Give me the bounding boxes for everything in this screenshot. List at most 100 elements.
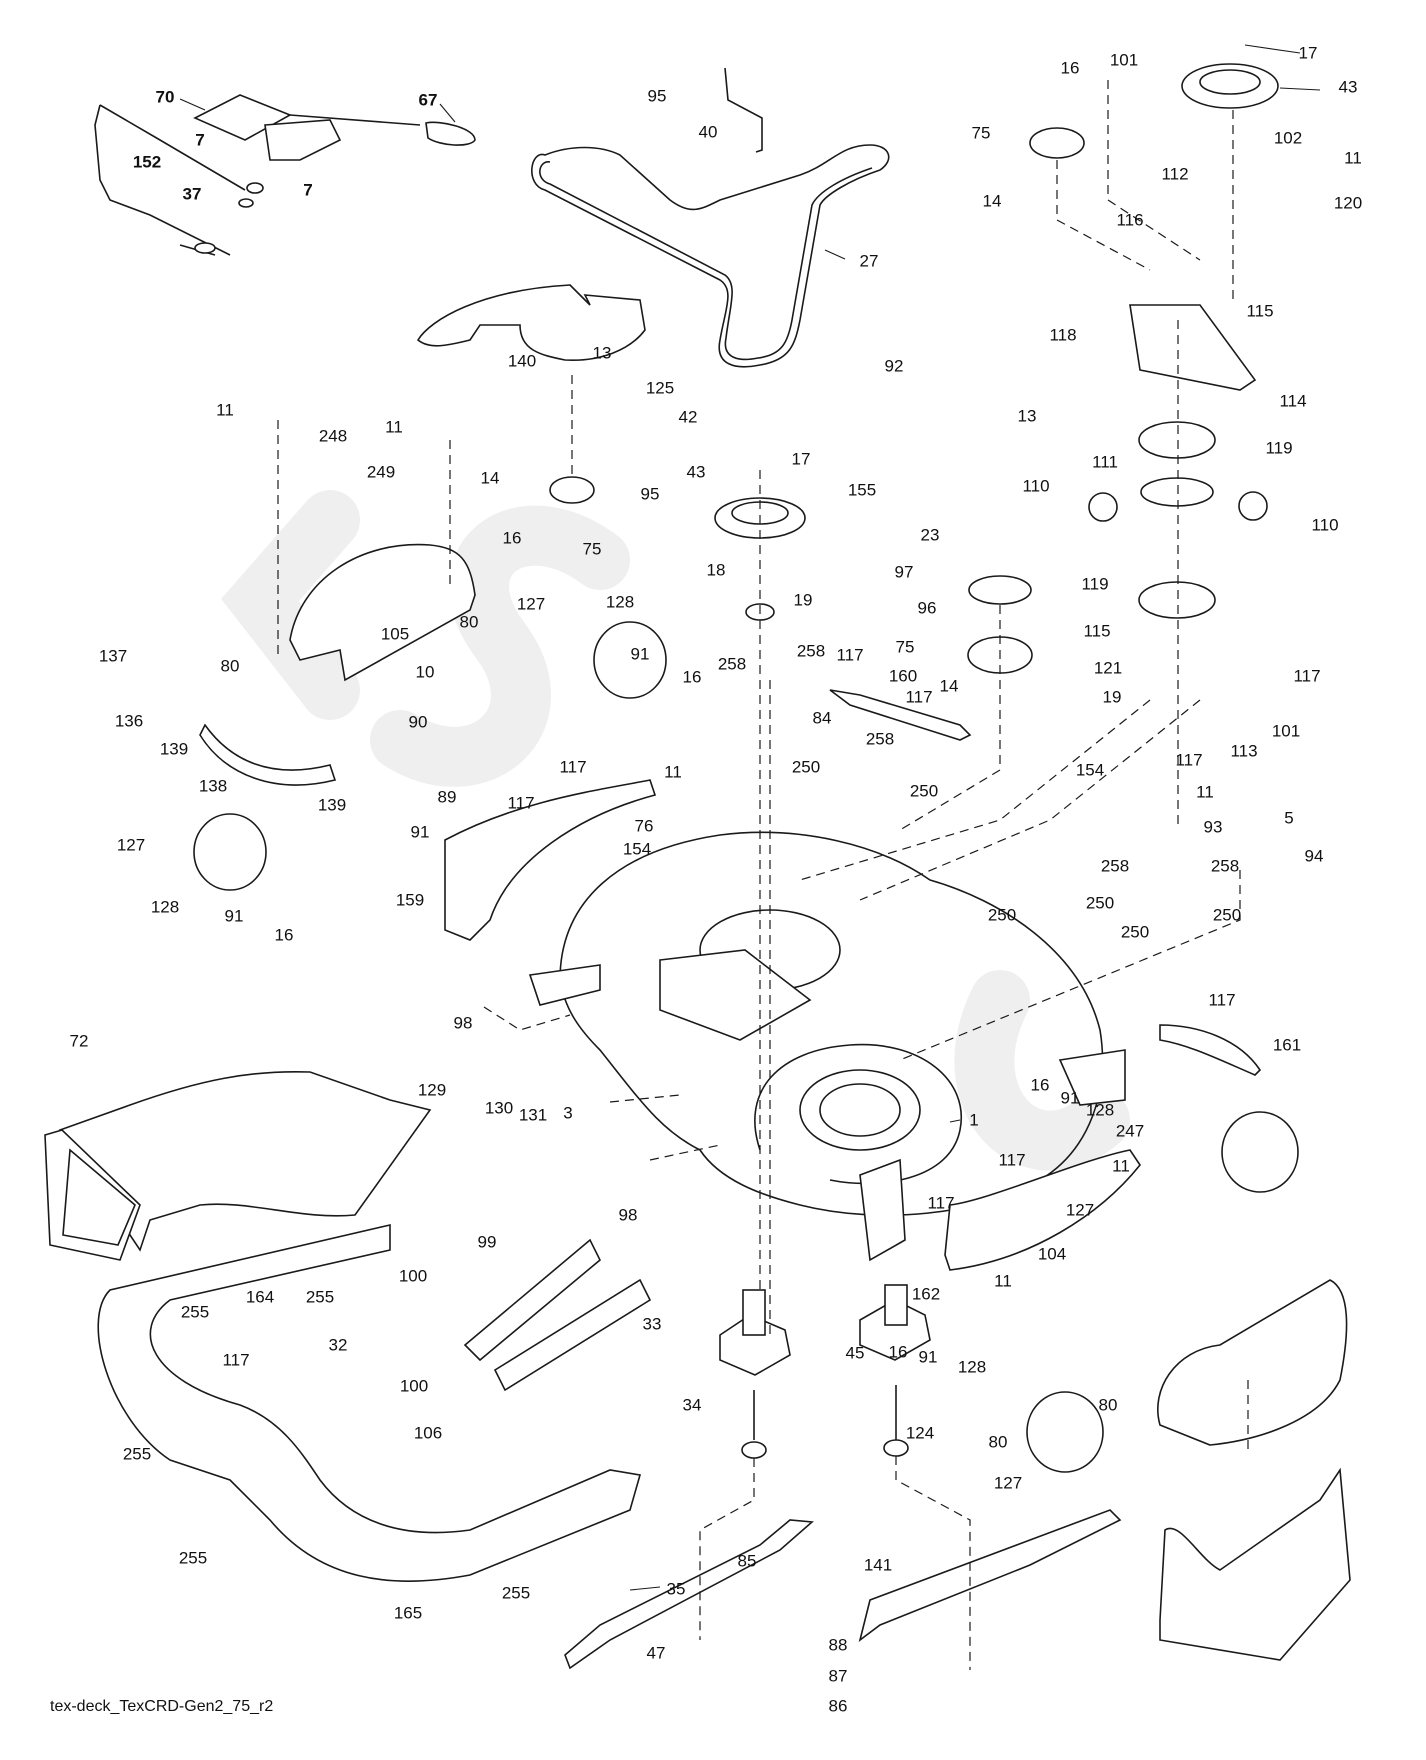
part-callout-11: 11 [1344, 148, 1362, 168]
part-callout-17: 17 [1298, 43, 1318, 63]
part-callout-129: 129 [417, 1080, 447, 1100]
discharge-chute [44, 1070, 432, 1261]
part-callout-91: 91 [224, 906, 244, 926]
part-callout-43: 43 [1338, 77, 1358, 97]
part-callout-32: 32 [328, 1335, 348, 1355]
part-callout-76: 76 [634, 816, 654, 836]
part-callout-137: 137 [98, 646, 128, 666]
part-callout-131: 131 [518, 1105, 548, 1125]
part-callout-13: 13 [592, 343, 612, 363]
part-callout-248: 248 [318, 426, 348, 446]
part-callout-105: 105 [380, 624, 410, 644]
part-callout-67: 67 [418, 90, 438, 110]
idler-75 [549, 127, 1085, 674]
part-callout-130: 130 [484, 1098, 514, 1118]
part-callout-155: 155 [847, 480, 877, 500]
gauge-wheels [193, 621, 1299, 1473]
part-callout-112: 112 [1161, 164, 1189, 184]
part-callout-113: 113 [1230, 741, 1258, 761]
part-callout-37: 37 [182, 184, 202, 204]
part-callout-250: 250 [1085, 893, 1115, 913]
part-callout-258: 258 [865, 729, 895, 749]
part-callout-249: 249 [366, 462, 396, 482]
mower-deck [528, 831, 1126, 1262]
part-callout-258: 258 [717, 654, 747, 674]
part-callout-128: 128 [150, 897, 180, 917]
part-callout-95: 95 [647, 86, 667, 106]
lift-arm-99b [493, 1278, 652, 1392]
part-callout-164: 164 [245, 1287, 275, 1307]
part-callout-128: 128 [605, 592, 635, 612]
part-callout-16: 16 [682, 667, 702, 687]
part-callout-117: 117 [222, 1350, 250, 1370]
control-lever-assembly [94, 94, 476, 256]
part-callout-117: 117 [1208, 990, 1236, 1010]
blade-35 [564, 1519, 814, 1670]
part-callout-250: 250 [791, 757, 821, 777]
part-callout-18: 18 [706, 560, 726, 580]
part-callout-27: 27 [859, 251, 879, 271]
part-callout-141: 141 [863, 1555, 893, 1575]
part-callout-19: 19 [793, 590, 813, 610]
part-callout-47: 47 [646, 1643, 666, 1663]
part-callout-16: 16 [1030, 1075, 1050, 1095]
part-callout-111: 111 [1092, 452, 1118, 472]
part-callout-117: 117 [927, 1193, 955, 1213]
part-callout-117: 117 [559, 757, 587, 777]
baffle-159 [444, 779, 657, 941]
part-callout-250: 250 [909, 781, 939, 801]
part-callout-127: 127 [993, 1473, 1023, 1493]
rod-40 [724, 67, 763, 153]
chute-141 [1159, 1467, 1351, 1661]
part-callout-128: 128 [1085, 1100, 1115, 1120]
part-callout-80: 80 [1098, 1395, 1118, 1415]
part-callout-11: 11 [994, 1271, 1012, 1291]
part-callout-96: 96 [917, 598, 937, 618]
part-callout-127: 127 [1065, 1200, 1095, 1220]
part-callout-33: 33 [642, 1314, 662, 1334]
part-callout-13: 13 [1017, 406, 1037, 426]
part-callout-114: 114 [1279, 391, 1307, 411]
part-callout-14: 14 [982, 191, 1002, 211]
part-callout-139: 139 [159, 739, 189, 759]
part-callout-258: 258 [1100, 856, 1130, 876]
part-callout-255: 255 [178, 1548, 208, 1568]
part-callout-104: 104 [1037, 1244, 1067, 1264]
part-callout-110: 110 [1022, 476, 1050, 496]
baffle-162 [944, 1149, 1141, 1271]
part-callout-120: 120 [1333, 193, 1363, 213]
part-callout-101: 101 [1109, 50, 1139, 70]
part-callout-117: 117 [905, 687, 933, 707]
part-callout-3: 3 [563, 1103, 573, 1123]
part-callout-88: 88 [828, 1635, 848, 1655]
shield-140 [416, 284, 646, 361]
part-callout-11: 11 [1196, 782, 1214, 802]
part-callout-91: 91 [1060, 1088, 1080, 1108]
part-callout-14: 14 [480, 468, 500, 488]
part-callout-35: 35 [666, 1579, 686, 1599]
part-callout-70: 70 [155, 87, 175, 107]
part-callout-118: 118 [1049, 325, 1077, 345]
part-callout-128: 128 [957, 1357, 987, 1377]
part-callout-40: 40 [698, 122, 718, 142]
part-callout-117: 117 [507, 793, 535, 813]
part-callout-11: 11 [1112, 1156, 1130, 1176]
part-callout-117: 117 [998, 1150, 1026, 1170]
part-callout-125: 125 [645, 378, 675, 398]
part-callout-16: 16 [888, 1342, 908, 1362]
part-callout-247: 247 [1115, 1121, 1145, 1141]
part-callout-117: 117 [836, 645, 864, 665]
part-callout-250: 250 [987, 905, 1017, 925]
part-callout-98: 98 [618, 1205, 638, 1225]
part-callout-255: 255 [501, 1583, 531, 1603]
part-callout-255: 255 [122, 1444, 152, 1464]
hose-138 [199, 723, 337, 786]
gearbox [1088, 304, 1268, 619]
part-callout-250: 250 [1212, 905, 1242, 925]
spindle-33 [719, 1289, 791, 1459]
part-callout-7: 7 [195, 130, 205, 150]
part-callout-84: 84 [812, 708, 832, 728]
part-callout-119: 119 [1081, 574, 1109, 594]
part-callout-92: 92 [884, 356, 904, 376]
